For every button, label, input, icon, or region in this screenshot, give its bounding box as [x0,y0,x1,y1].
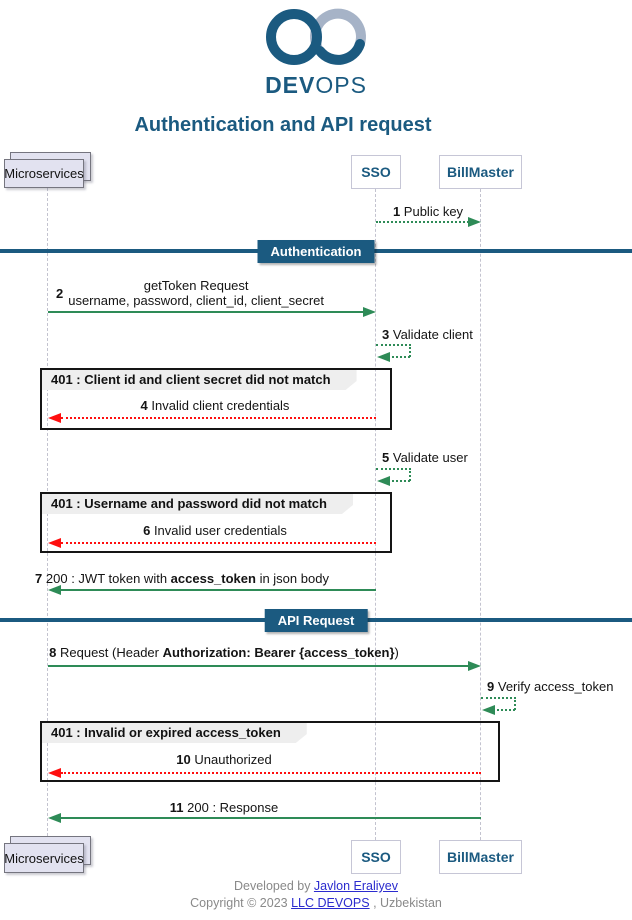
participant-billmaster-top: BillMaster [439,155,522,189]
message-1-label: 1 Public key [392,204,464,219]
message-7-arrowhead [48,585,61,595]
message-3-arrowhead [377,352,390,362]
divider-authentication: Authentication [257,240,375,263]
message-4-label: 4 Invalid client credentials [140,398,290,413]
message-5-label: 5 Validate user [382,450,468,465]
message-3-loop-bottom [384,356,410,358]
message-3-loop-right [409,344,411,357]
footer-developed-by: Developed by Javlon Eraliyev [234,879,398,893]
group-401-client-mismatch-header: 401 : Client id and client secret did no… [42,370,357,390]
message-1-arrow [376,221,469,223]
message-9-loop-bottom [489,709,515,711]
participant-microservices-label: Microservices [4,166,84,181]
participant-microservices-bottom: Microservices [4,843,84,873]
participant-sso-label: SSO [361,164,391,180]
message-4-arrow [61,417,376,419]
message-10-arrowhead [48,768,61,778]
message-4-arrowhead [48,413,61,423]
lifeline-billmaster [480,189,481,840]
participant-billmaster-bottom: BillMaster [439,840,522,874]
developer-link[interactable]: Javlon Eraliyev [313,879,398,893]
message-9-loop-right [514,697,516,710]
group-401-invalid-token-header: 401 : Invalid or expired access_token [42,723,307,743]
divider-api-request: API Request [264,609,368,632]
message-5-loop-top [376,468,411,470]
participant-sso-label-bottom: SSO [361,849,391,865]
message-3-label: 3 Validate client [382,327,473,342]
message-6-label: 6 Invalid user credentials [143,523,287,538]
message-8-label: 8 Request (Header Authorization: Bearer … [49,645,399,660]
message-8-arrowhead [468,661,481,671]
group-401-user-mismatch: 401 : Username and password did not matc… [40,492,392,553]
brand-wordmark: DEVOPS [0,73,632,97]
message-5-loop-right [409,468,411,481]
message-3-loop-top [376,344,411,346]
devops-logo: DEVOPS [0,4,632,97]
message-2-arrow [48,311,364,313]
message-6-arrowhead [48,538,61,548]
message-11-arrow [61,817,481,819]
participant-billmaster-label-bottom: BillMaster [447,849,514,865]
message-11-arrowhead [48,813,61,823]
message-2-label: 2 getToken Request username, password, c… [55,278,325,308]
infinity-logo-icon [266,8,366,65]
group-401-client-mismatch: 401 : Client id and client secret did no… [40,368,392,430]
participant-sso-top: SSO [351,155,401,189]
participant-sso-bottom: SSO [351,840,401,874]
message-7-arrow [61,589,376,591]
message-6-arrow [61,542,376,544]
message-11-label: 11 200 : Response [169,800,279,815]
brand-dev: DEV [265,72,316,98]
page-title: Authentication and API request [134,114,432,136]
participant-billmaster-label: BillMaster [447,164,514,180]
participant-microservices-top: Microservices [4,159,84,188]
message-8-arrow [48,665,468,667]
message-9-arrowhead [482,705,495,715]
group-401-invalid-token: 401 : Invalid or expired access_token [40,721,500,782]
message-10-arrow [61,772,481,774]
message-9-label: 9 Verify access_token [487,679,614,694]
footer-copyright: Copyright © 2023 LLC DEVOPS , Uzbekistan [190,896,442,910]
message-5-loop-bottom [384,480,410,482]
company-link[interactable]: LLC DEVOPS [291,896,370,910]
message-9-loop-top [481,697,516,699]
group-401-user-mismatch-header: 401 : Username and password did not matc… [42,494,353,514]
brand-ops: OPS [315,72,367,98]
message-2-arrowhead [363,307,376,317]
participant-microservices-label-bottom: Microservices [4,850,84,866]
message-1-arrowhead [468,217,481,227]
message-5-arrowhead [377,476,390,486]
message-7-label: 7 200 : JWT token with access_token in j… [35,571,329,586]
message-10-label: 10 Unauthorized [176,752,272,767]
lifeline-sso [375,189,376,840]
